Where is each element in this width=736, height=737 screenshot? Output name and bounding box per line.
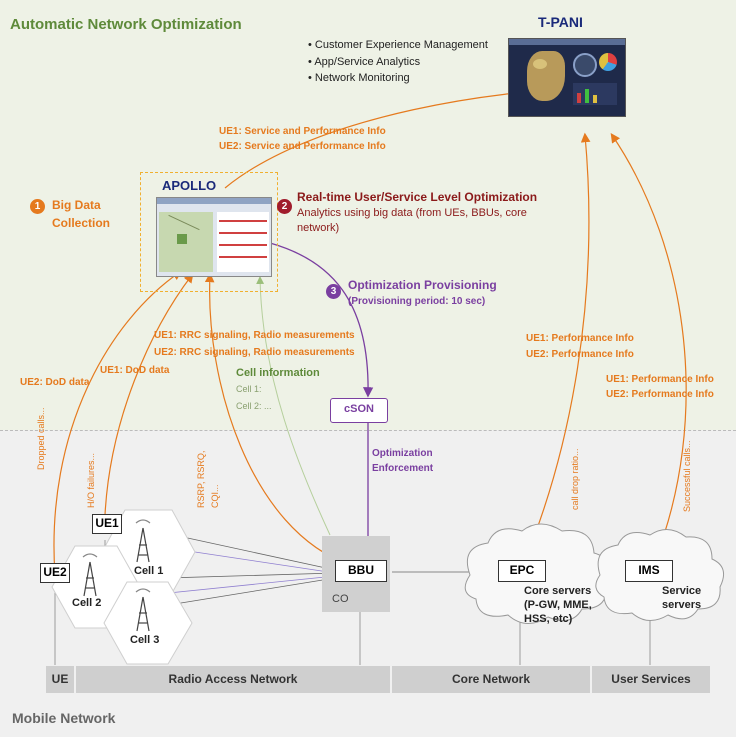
arrow-apollo-cson (269, 242, 374, 398)
epc-ue1-perf: UE1: Performance Info (526, 333, 634, 344)
ue2-device: UE2 (40, 563, 70, 583)
ue1-service-info: UE1: Service and Performance Info (219, 126, 386, 137)
cson-box: cSON (330, 398, 388, 423)
cell-info-cell2: Cell 2: ... (236, 401, 272, 411)
step-1-label-line2: Collection (52, 216, 111, 230)
footer-title: Mobile Network (12, 710, 116, 726)
step-2-desc-line2: network) (297, 222, 340, 234)
cell-2-label: Cell 2 (72, 597, 102, 609)
step-3-subtitle: (Provisioning period: 10 sec) (348, 296, 486, 307)
ue2-dod-data: UE2: DoD data (20, 377, 90, 388)
tpani-bullet: • Customer Experience Management (308, 39, 488, 51)
arrow-bbu-apollo (204, 272, 351, 566)
epc-box: EPC (498, 560, 546, 582)
ue1-rrc-info: UE1: RRC signaling, Radio measurements (154, 330, 355, 341)
bottom-bar-ue: UE (46, 666, 74, 693)
enforcement-line1: Optimization (372, 448, 433, 459)
ims-description: Service servers (662, 585, 702, 611)
bottom-bar-user: User Services (592, 666, 710, 693)
bbu-box: BBU (335, 560, 387, 582)
bottom-bar-core: Core Network (392, 666, 590, 693)
arrow-epc-tpani (524, 132, 591, 561)
cell-3-label: Cell 3 (130, 634, 160, 646)
step-1-badge: 1 (30, 199, 45, 214)
apollo-box (140, 172, 278, 292)
step-2-title: Real-time User/Service Level Optimizatio… (297, 190, 538, 204)
cell-1-label: Cell 1 (134, 565, 164, 577)
co-label: CO (332, 593, 349, 605)
arrow-ims-tpani (610, 133, 687, 561)
epc-description: Core servers (P-GW, MME, HSS, etc) (524, 585, 592, 625)
ue1-dod-data: UE1: DoD data (100, 365, 170, 376)
bottom-bar-ran: Radio Access Network (76, 666, 390, 693)
step-2-desc-line1: Analytics using big data (from UEs, BBUs… (297, 207, 527, 219)
apollo-title: APOLLO (162, 178, 217, 193)
tpani-title: T-PANI (538, 14, 583, 30)
ims-box: IMS (625, 560, 673, 582)
epc-ue2-perf: UE2: Performance Info (526, 349, 634, 360)
step-3-badge: 3 (326, 284, 341, 299)
tpani-bullet: • Network Monitoring (308, 72, 410, 84)
tower-1-icon (135, 519, 151, 563)
ue2-service-info: UE2: Service and Performance Info (219, 141, 386, 152)
ue2-rrc-info: UE2: RRC signaling, Radio measurements (154, 347, 355, 358)
arrow-ue2-apollo (53, 270, 182, 576)
arrow-cellinfo (256, 276, 331, 536)
page-title: Automatic Network Optimization (10, 16, 242, 33)
tpani-bullet: • App/Service Analytics (308, 55, 421, 68)
tower-2-icon (82, 553, 98, 597)
tower-3-icon (135, 588, 151, 632)
apollo-screenshot (156, 197, 272, 277)
step-2-badge: 2 (277, 199, 292, 214)
tpani-bullets: • Customer Experience Management • App/S… (308, 37, 488, 87)
cell-info-cell1: Cell 1: (236, 384, 262, 394)
ims-ue1-perf: UE1: Performance Info (606, 374, 714, 385)
ims-ue2-perf: UE2: Performance Info (606, 389, 714, 400)
step-3-title: Optimization Provisioning (348, 278, 497, 292)
arrow-ue1-apollo (104, 273, 194, 516)
ue1-device: UE1 (92, 514, 122, 534)
tpani-screenshot (508, 38, 626, 117)
enforcement-line2: Enforcement (372, 463, 434, 474)
step-1-label-line1: Big Data (52, 198, 101, 212)
cell-info-title: Cell information (236, 367, 320, 379)
